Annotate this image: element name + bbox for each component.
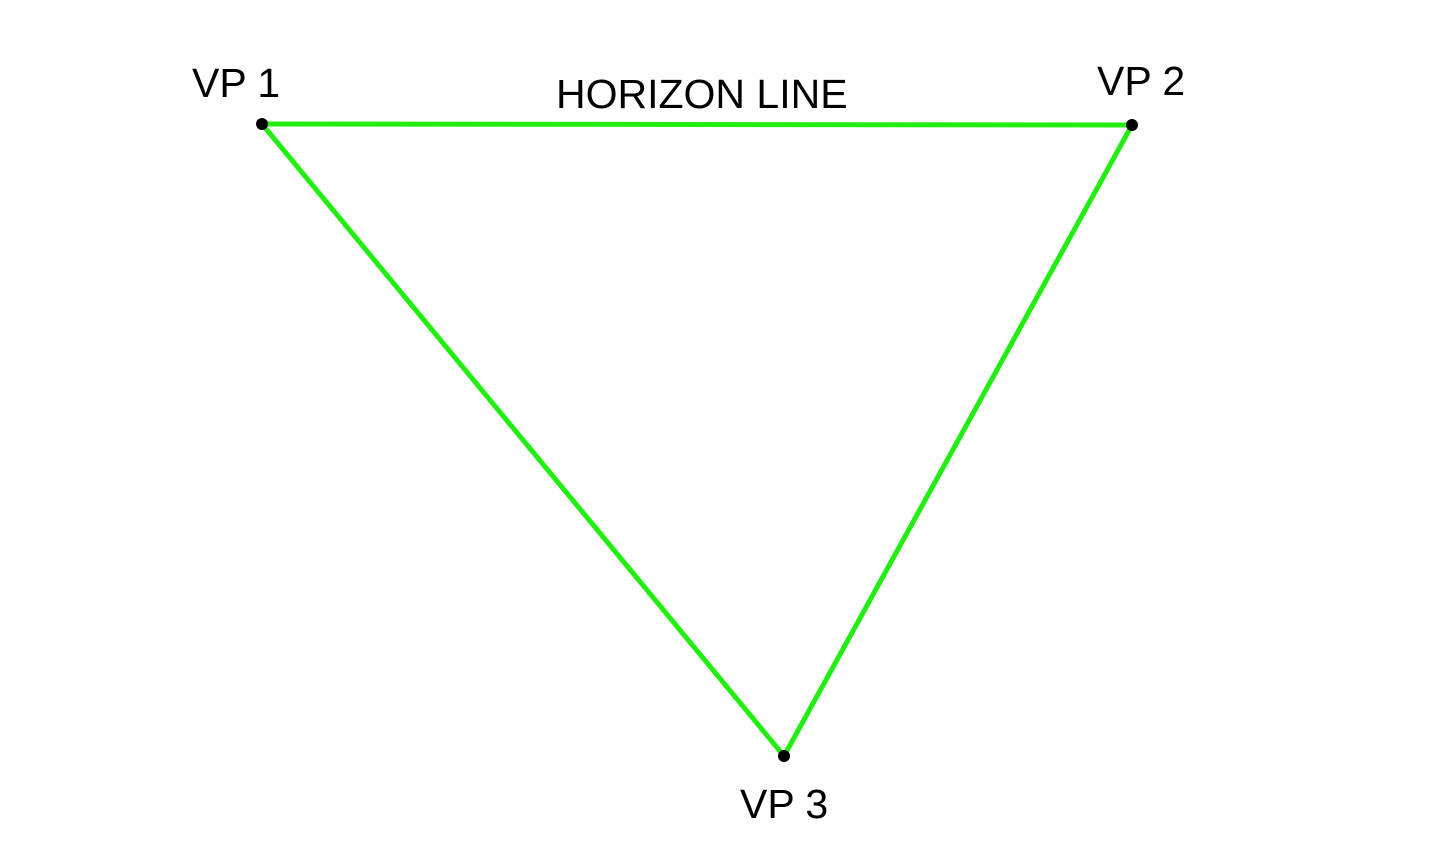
vp1-to-vp3-line [259, 121, 787, 759]
vp1-point [256, 118, 268, 130]
vp2-point [1126, 119, 1138, 131]
horizon-line [259, 121, 1135, 128]
horizon-line-label: HORIZON LINE [556, 71, 848, 117]
vp1-label: VP 1 [192, 60, 280, 106]
vp3-label: VP 3 [740, 781, 828, 827]
vp2-to-vp3-line [781, 122, 1135, 759]
vp3-point [778, 750, 790, 762]
vp2-label: VP 2 [1097, 58, 1185, 104]
